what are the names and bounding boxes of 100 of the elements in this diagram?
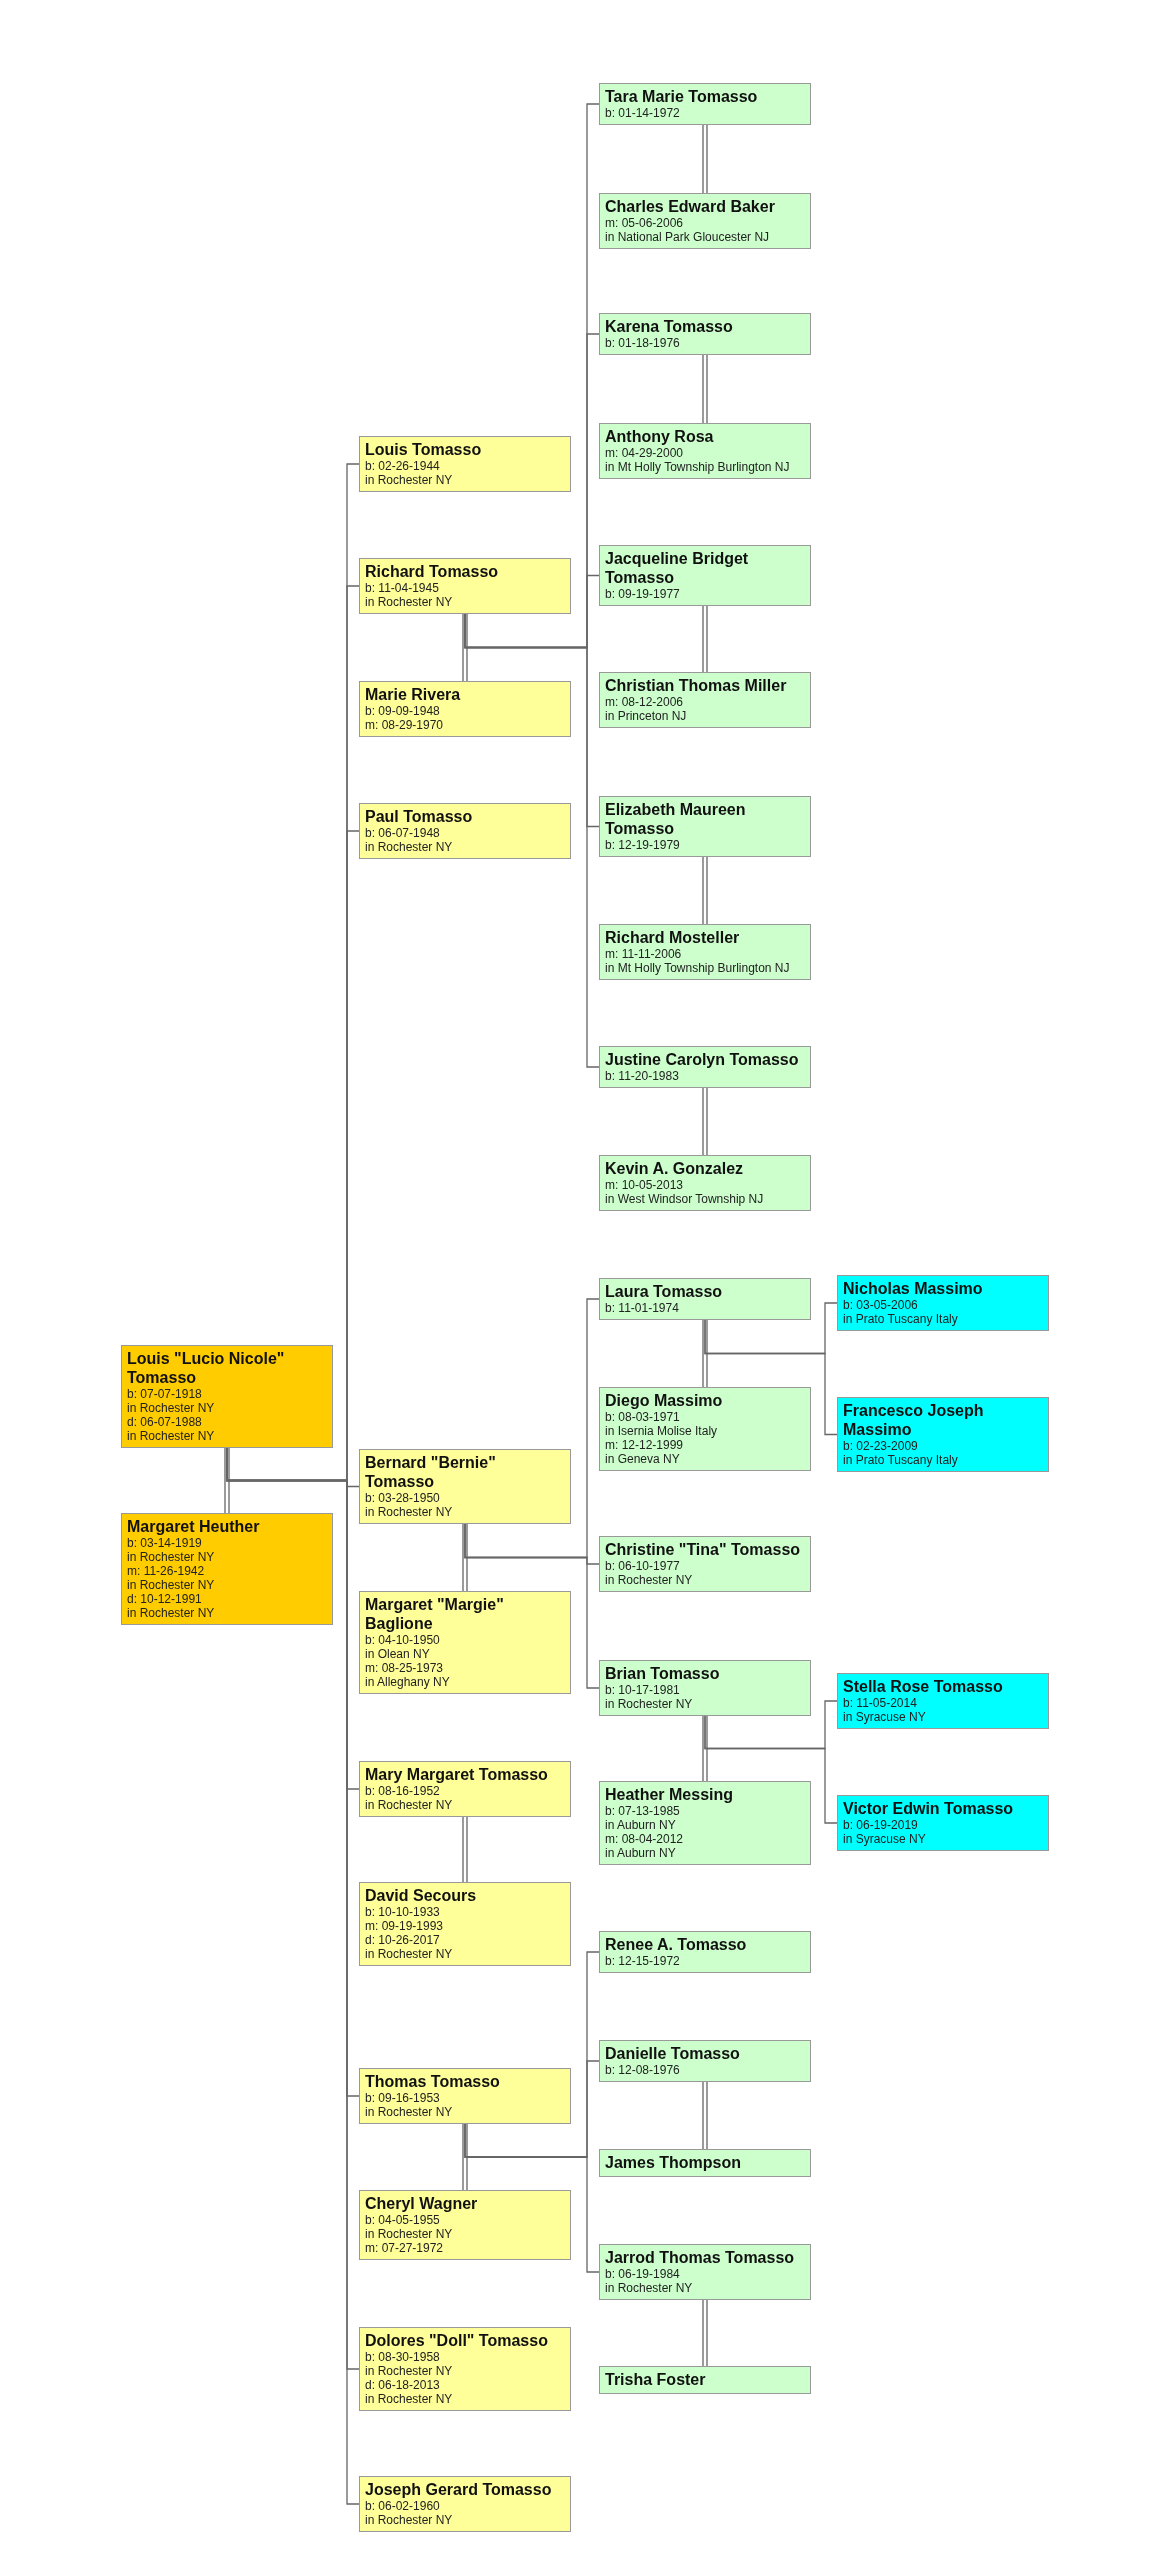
person-card bbox=[359, 1882, 571, 1966]
person-card bbox=[359, 558, 571, 614]
life-event-text: b: 10-17-1981 bbox=[605, 1683, 681, 1697]
person-card bbox=[359, 436, 571, 492]
person-name: Kevin A. Gonzalez bbox=[605, 1159, 745, 1178]
life-event-text: d: 06-07-1988 bbox=[127, 1415, 203, 1429]
person-name: Richard Tomasso bbox=[365, 562, 500, 581]
life-event-text: m: 08-12-2006 bbox=[605, 695, 685, 709]
life-event-text: b: 11-01-1974 bbox=[605, 1301, 680, 1315]
life-event-text: m: 09-19-1993 bbox=[365, 1919, 445, 1933]
life-event-text: in Rochester NY bbox=[365, 2364, 454, 2378]
life-event-text: in Princeton NJ bbox=[605, 709, 688, 723]
life-event-text: m: 10-05-2013 bbox=[605, 1178, 685, 1192]
life-event-text: in Syracuse NY bbox=[843, 1710, 927, 1724]
person-card bbox=[359, 2476, 571, 2532]
life-event-text: b: 06-07-1948 bbox=[365, 826, 441, 840]
person-card bbox=[599, 924, 811, 980]
life-event-text: b: 06-19-2019 bbox=[843, 1818, 919, 1832]
life-event-text: m: 11-26-1942 bbox=[127, 1564, 206, 1578]
life-event-text: m: 05-06-2006 bbox=[605, 216, 685, 230]
marriage-line bbox=[702, 1087, 708, 1156]
person-card bbox=[837, 1795, 1049, 1851]
life-event-text: b: 08-03-1971 bbox=[605, 1410, 681, 1424]
marriage-line bbox=[702, 856, 708, 925]
life-event-text: in Rochester NY bbox=[365, 473, 454, 487]
life-event-text: b: 07-07-1918 bbox=[127, 1387, 203, 1401]
person-name: Jarrod Thomas Tomasso bbox=[605, 2248, 796, 2267]
life-event-text: in Mt Holly Township Burlington NJ bbox=[605, 961, 791, 975]
life-event-text: in Rochester NY bbox=[365, 2513, 454, 2527]
marriage-line bbox=[702, 2299, 708, 2367]
person-name: Louis "Lucio Nicole" Tomasso bbox=[127, 1349, 286, 1387]
person-card bbox=[599, 193, 811, 249]
life-event-text: b: 11-20-1983 bbox=[605, 1069, 680, 1083]
person-card bbox=[121, 1345, 333, 1448]
person-name: Paul Tomasso bbox=[365, 807, 474, 826]
person-name: Danielle Tomasso bbox=[605, 2044, 741, 2063]
life-event-text: b: 09-16-1953 bbox=[365, 2091, 441, 2105]
life-event-text: b: 02-26-1944 bbox=[365, 459, 441, 473]
life-event-text: in Rochester NY bbox=[127, 1429, 216, 1443]
marriage-line bbox=[702, 124, 708, 194]
marriage-line bbox=[702, 605, 708, 673]
life-event-text: b: 03-28-1950 bbox=[365, 1491, 441, 1505]
person-name: Diego Massimo bbox=[605, 1391, 724, 1410]
person-card bbox=[599, 1046, 811, 1088]
life-event-text: in Prato Tuscany Italy bbox=[843, 1453, 959, 1467]
person-name: Trisha Foster bbox=[605, 2370, 707, 2389]
person-card bbox=[837, 1397, 1049, 1472]
life-event-text: b: 03-05-2006 bbox=[843, 1298, 919, 1312]
person-name: Justine Carolyn Tomasso bbox=[605, 1050, 800, 1069]
life-event-text: m: 08-29-1970 bbox=[365, 718, 445, 732]
person-card bbox=[599, 1278, 811, 1320]
life-event-text: b: 09-19-1977 bbox=[605, 587, 681, 601]
life-event-text: b: 06-02-1960 bbox=[365, 2499, 441, 2513]
person-card bbox=[359, 2327, 571, 2411]
life-event-text: in Auburn NY bbox=[605, 1818, 677, 1832]
life-event-text: d: 10-26-2017 bbox=[365, 1933, 441, 1947]
life-event-text: in Rochester NY bbox=[127, 1550, 216, 1564]
person-card bbox=[599, 2149, 811, 2177]
life-event-text: in Rochester NY bbox=[605, 2281, 694, 2295]
person-name: Christine "Tina" Tomasso bbox=[605, 1540, 802, 1559]
life-event-text: b: 12-19-1979 bbox=[605, 838, 681, 852]
marriage-line bbox=[702, 354, 708, 424]
person-card bbox=[599, 1155, 811, 1211]
person-card bbox=[359, 681, 571, 737]
person-card bbox=[599, 672, 811, 728]
person-card bbox=[599, 1931, 811, 1973]
person-card bbox=[359, 1449, 571, 1524]
person-name: Tara Marie Tomasso bbox=[605, 87, 759, 106]
person-name: Mary Margaret Tomasso bbox=[365, 1765, 549, 1784]
life-event-text: in Rochester NY bbox=[365, 2392, 454, 2406]
life-event-text: b: 04-10-1950 bbox=[365, 1633, 441, 1647]
person-card bbox=[599, 1781, 811, 1865]
person-card bbox=[837, 1673, 1049, 1729]
person-card bbox=[359, 803, 571, 859]
life-event-text: b: 12-08-1976 bbox=[605, 2063, 681, 2077]
marriage-line bbox=[462, 613, 468, 682]
person-name: Heather Messing bbox=[605, 1785, 735, 1804]
life-event-text: in Alleghany NY bbox=[365, 1675, 451, 1689]
person-card bbox=[359, 1761, 571, 1817]
life-event-text: in Rochester NY bbox=[605, 1697, 694, 1711]
person-name: David Secours bbox=[365, 1886, 478, 1905]
life-event-text: b: 01-14-1972 bbox=[605, 106, 681, 120]
life-event-text: b: 07-13-1985 bbox=[605, 1804, 681, 1818]
life-event-text: in Rochester NY bbox=[127, 1606, 216, 1620]
life-event-text: d: 06-18-2013 bbox=[365, 2378, 441, 2392]
marriage-line bbox=[702, 1715, 708, 1782]
life-event-text: in Rochester NY bbox=[127, 1578, 216, 1592]
person-name: Bernard "Bernie" Tomasso bbox=[365, 1453, 497, 1491]
person-card bbox=[599, 83, 811, 125]
descent-line bbox=[704, 1319, 838, 1436]
person-name: Laura Tomasso bbox=[605, 1282, 724, 1301]
person-name: Margaret Heuther bbox=[127, 1517, 261, 1536]
person-name: James Thompson bbox=[605, 2153, 743, 2172]
life-event-text: d: 10-12-1991 bbox=[127, 1592, 203, 1606]
life-event-text: b: 11-05-2014 bbox=[843, 1696, 918, 1710]
person-card bbox=[599, 2366, 811, 2394]
life-event-text: in Auburn NY bbox=[605, 1846, 677, 1860]
person-card bbox=[359, 1591, 571, 1694]
person-name: Brian Tomasso bbox=[605, 1664, 721, 1683]
life-event-text: b: 08-16-1952 bbox=[365, 1784, 441, 1798]
